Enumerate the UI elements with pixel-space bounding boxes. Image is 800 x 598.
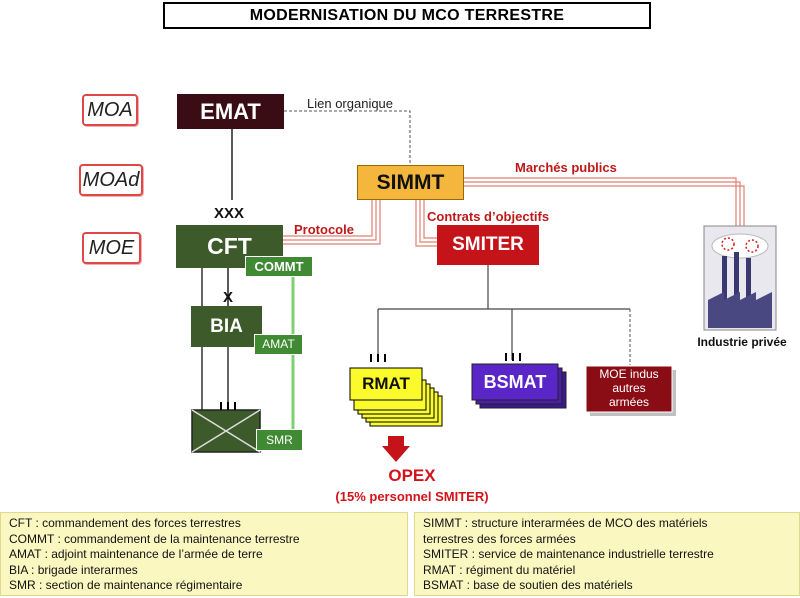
bsmat-node: BSMAT [483, 372, 547, 392]
lien-organique-link [284, 110, 411, 165]
role-moad: MOAd [79, 164, 143, 196]
moe-indus-node: MOE indus autres armées [586, 367, 672, 409]
amat-node: AMAT [254, 334, 303, 355]
legend-abbr: SIMMT [423, 516, 462, 530]
legend-item: BSMAT : base de soutien des matériels [423, 578, 799, 594]
rmat-stack [349, 354, 443, 427]
simmt-node: SIMMT [357, 165, 464, 200]
legend-item: SMITER : service de maintenance industri… [423, 547, 799, 563]
lien-organique-label: Lien organique [307, 96, 394, 111]
smr-node: SMR [256, 429, 303, 451]
factory-icon [703, 225, 777, 331]
role-moa: MOA [82, 94, 138, 126]
legend-abbr: RMAT [423, 562, 456, 577]
legend-abbr: AMAT [9, 547, 42, 561]
legend-abbr: COMMT [9, 531, 55, 546]
rmat-node: RMAT [362, 374, 410, 393]
opex-subtitle: (15% personnel SMITER) [335, 489, 489, 504]
legend-item: COMMT : commandement de la maintenance t… [9, 532, 407, 548]
bia-node: BIA [191, 306, 262, 347]
legend-item: SIMMT : structure interarmées de MCO des… [423, 516, 799, 532]
legend-item: CFT : commandement des forces terrestres [9, 516, 407, 532]
legend-item: RMAT : régiment du matériel [423, 563, 799, 579]
legend-abbr: SMR [9, 578, 36, 592]
legend-abbr: BIA [9, 562, 28, 577]
smr-unit-symbol [191, 402, 261, 453]
legend-abbr: SMITER [423, 547, 469, 561]
moe-indus-line: MOE indus [599, 367, 659, 381]
legend-item: SMR : section de maintenance régimentair… [9, 578, 407, 594]
legend-left: CFT : commandement des forces terrestres… [0, 512, 408, 596]
legend-item: BIA : brigade interarmes [9, 563, 407, 579]
smiter-node: SMITER [437, 225, 539, 265]
legend-def: : section de maintenance régimentaire [35, 578, 243, 592]
bsmat-stack [471, 353, 567, 409]
commt-node: COMMT [245, 256, 313, 277]
role-moe: MOE [82, 232, 141, 264]
legend-def: : structure interarmées de MCO des matér… [461, 516, 708, 530]
moe-indus-line: armées [608, 395, 649, 409]
protocole-label: Protocole [294, 222, 354, 237]
emat-node: EMAT [177, 94, 284, 129]
contrats-objectifs-label: Contrats d’objectifs [427, 209, 550, 224]
legend-right: SIMMT : structure interarmées de MCO des… [414, 512, 800, 596]
moe-indus-line: autres [612, 381, 646, 395]
legend-item: AMAT : adjoint maintenance de l’armée de… [9, 547, 407, 563]
moe-indus-box [585, 365, 676, 416]
marches-publics-label: Marchés publics [515, 160, 617, 175]
legend-def: : base de soutien des matériels [463, 578, 633, 592]
legend-abbr: BSMAT [423, 578, 464, 592]
x-echelon-label: X [223, 289, 234, 306]
legend-def: : adjoint maintenance de l’armée de terr… [41, 547, 263, 561]
contrats-link [415, 200, 437, 247]
legend-def: : commandement des forces terrestres [32, 516, 241, 530]
xxx-echelon-label: XXX [214, 205, 245, 222]
legend-def: : commandement de la maintenance terrest… [54, 531, 300, 546]
industry-label: Industrie privée [697, 335, 787, 349]
opex-label: OPEX [388, 466, 436, 485]
marches-link [464, 177, 745, 228]
opex-arrow [382, 436, 410, 462]
legend-item: terrestres des forces armées [423, 532, 799, 548]
legend-abbr: CFT [9, 516, 33, 530]
protocole-link [283, 200, 381, 245]
legend-def: : régiment du matériel [455, 562, 576, 577]
legend-def: : service de maintenance industrielle te… [468, 547, 714, 561]
legend-def: terrestres des forces armées [423, 531, 576, 546]
diagram-title: MODERNISATION DU MCO TERRESTRE [163, 2, 651, 29]
legend-def: : brigade interarmes [27, 562, 138, 577]
smiter-branches [377, 265, 630, 360]
